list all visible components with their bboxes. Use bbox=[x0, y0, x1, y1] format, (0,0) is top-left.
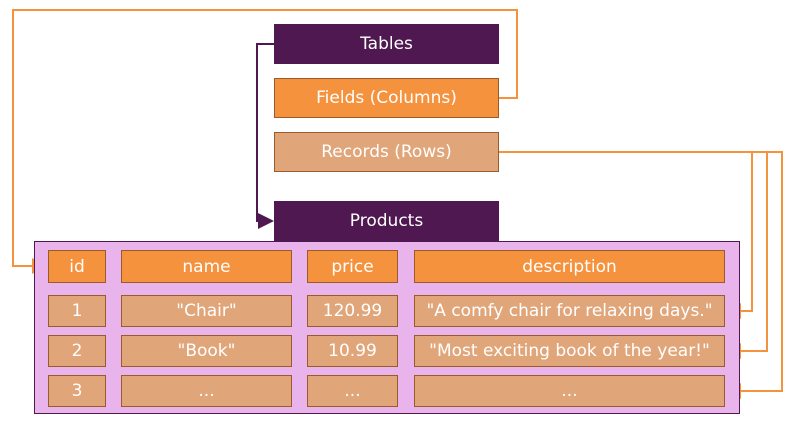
table-cell: "Chair" bbox=[121, 295, 292, 327]
header-name: name bbox=[121, 250, 292, 283]
header-description: description bbox=[414, 250, 725, 283]
records-label: Records (Rows) bbox=[274, 132, 499, 172]
table-cell: 3 bbox=[48, 375, 106, 407]
table-cell: 10.99 bbox=[307, 335, 398, 367]
table-cell: ... bbox=[414, 375, 725, 407]
table-cell: "A comfy chair for relaxing days." bbox=[414, 295, 725, 327]
table-cell: ... bbox=[121, 375, 292, 407]
table-cell: ... bbox=[307, 375, 398, 407]
table-cell: 2 bbox=[48, 335, 106, 367]
header-id: id bbox=[48, 250, 106, 283]
table-title: Products bbox=[274, 201, 499, 241]
header-price: price bbox=[307, 250, 398, 283]
tables-to-products-arrow bbox=[256, 43, 274, 229]
fields-label: Fields (Columns) bbox=[274, 78, 499, 118]
tables-label: Tables bbox=[274, 24, 499, 64]
table-cell: "Book" bbox=[121, 335, 292, 367]
table-cell: 120.99 bbox=[307, 295, 398, 327]
table-cell: 1 bbox=[48, 295, 106, 327]
table-cell: "Most exciting book of the year!" bbox=[414, 335, 725, 367]
